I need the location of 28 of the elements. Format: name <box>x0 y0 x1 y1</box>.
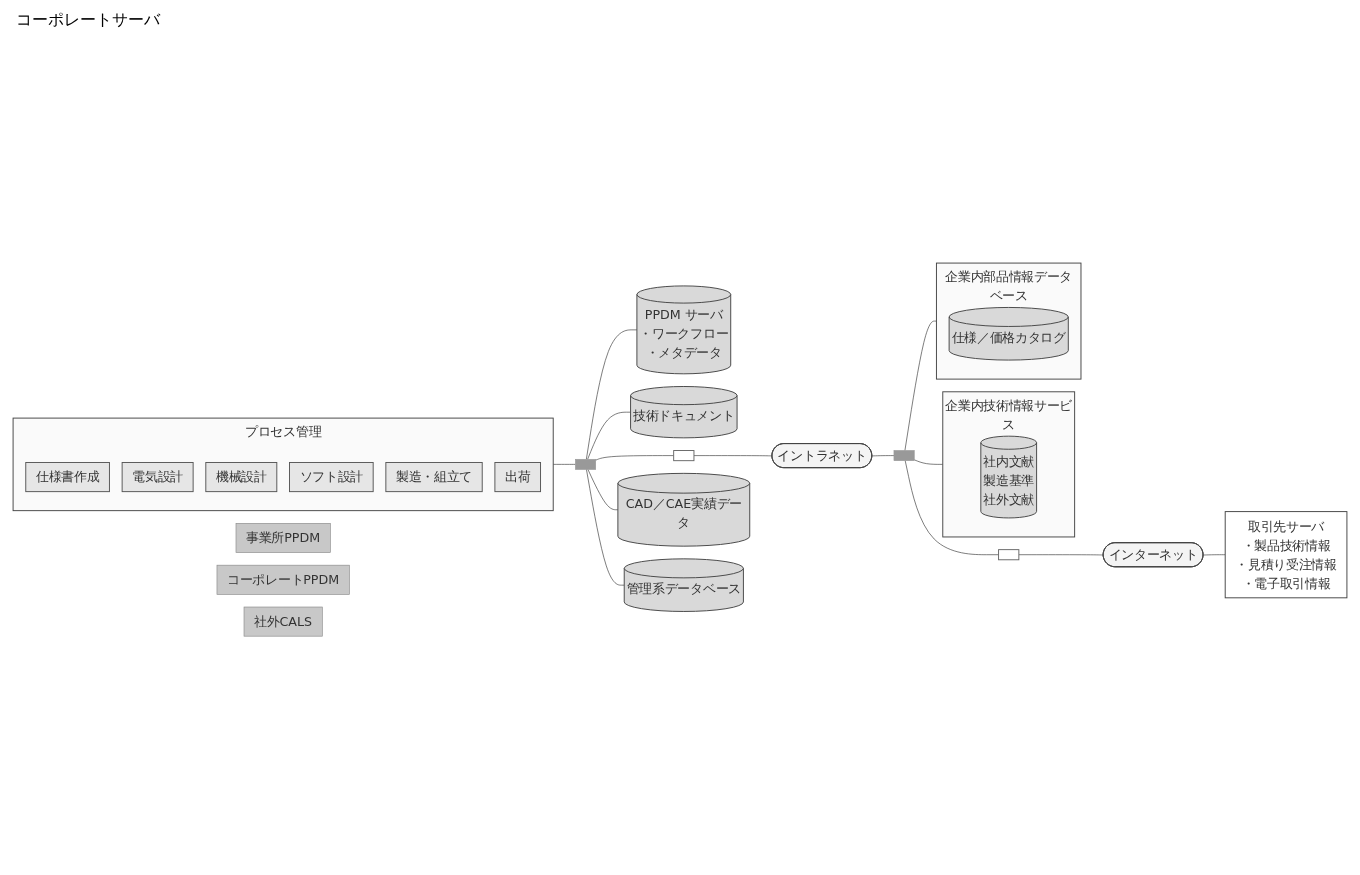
node-box: 取引先サーバ ・製品技術情報 ・見積り受注情報 ・電子取引情報 <box>1224 511 1348 599</box>
node-box: 出荷 <box>494 462 541 493</box>
connector <box>552 464 576 466</box>
node-box: 事業所PPDM <box>235 523 331 554</box>
node-box: 製造・組立て <box>385 462 483 493</box>
connector <box>871 455 895 457</box>
connector <box>586 469 625 586</box>
node-bar <box>893 450 915 462</box>
connector <box>595 455 674 461</box>
heading-label: コーポレートサーバ <box>16 10 160 29</box>
node-box: 社外CALS <box>243 607 323 637</box>
connector <box>587 469 619 511</box>
node-box <box>673 450 695 462</box>
connector <box>1203 554 1226 556</box>
connector <box>587 412 631 460</box>
node-box: 仕様書作成 <box>25 462 110 493</box>
node-box: コーポレートPPDM <box>216 565 350 596</box>
node-bar <box>575 459 596 471</box>
connector <box>586 329 638 460</box>
node-box: 電気設計 <box>121 462 194 493</box>
connector <box>904 460 999 556</box>
node-box <box>998 549 1020 561</box>
connector <box>913 459 944 466</box>
node-box: 機械設計 <box>205 462 278 493</box>
connector <box>693 455 773 457</box>
connector <box>1018 554 1104 556</box>
node-box: ソフト設計 <box>289 462 374 493</box>
connector <box>904 321 937 452</box>
